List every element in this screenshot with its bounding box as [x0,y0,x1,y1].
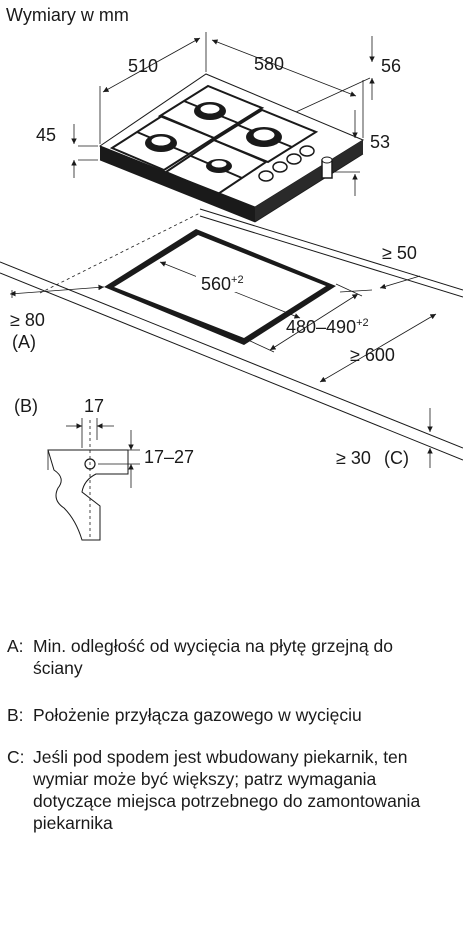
burner-rear-left-icon [145,134,177,152]
legend: C: Jeśli pod spodem jest wbudowany pieka… [7,746,438,834]
marker-a: (A) [12,332,36,352]
legend: A: Min. odległość od wycięcia na płytę g… [7,635,438,679]
dim-hob-depth: 510 [128,56,158,76]
legend-item-c: C: Jeśli pod spodem jest wbudowany pieka… [7,746,438,834]
legend-key: B: [7,705,24,725]
dim-hob-height-left: 45 [36,125,56,145]
dim-rear-clearance: ≥ 50 [382,243,417,263]
legend-item-a: A: Min. odległość od wycięcia na płytę g… [7,635,438,679]
dim-hob-top-offset: 56 [381,56,401,76]
dim-worktop-depth: ≥ 600 [350,345,395,365]
hob-illustration [98,73,365,223]
installation-diagram: Wymiary w mm [0,5,463,541]
gas-connector-icon [321,156,333,179]
dim-hob-width: 580 [254,54,284,74]
legend-key: A: [7,636,24,656]
dim-worktop-thickness: ≥ 30 [336,448,371,468]
legend-text: Jeśli pod spodem jest wbudowany piekarni… [33,747,421,833]
burner-front-left-icon [206,159,232,173]
legend-text: Min. odległość od wycięcia na płytę grze… [33,636,393,678]
control-knobs [258,145,315,182]
dim-hob-height-right: 53 [370,132,390,152]
dim-side-clearance: ≥ 80 [10,310,45,330]
hob-dimensions: 510 580 56 45 53 [36,32,401,196]
burner-front-right-icon [246,127,282,147]
dim-connector-height: 17–27 [144,447,194,467]
cutout-dimensions: 560+2 480–490+2 ≥ 50 ≥ 80 (A) ≥ 600 ≥ 30… [9,243,437,468]
marker-c: (C) [384,448,409,468]
legend: B: Położenie przyłącza gazowego w wycięc… [7,704,438,726]
legend-key: C: [7,747,25,767]
diagram-title: Wymiary w mm [6,5,129,25]
burner-rear-right-icon [194,102,226,120]
dim-cutout-width: 560+2 [201,274,244,294]
legend-text: Położenie przyłącza gazowego w wycięciu [33,705,362,725]
dim-cutout-depth: 480–490+2 [286,317,369,337]
marker-b: (B) [14,396,38,416]
connector-detail: (B) 17 17–27 [14,396,194,541]
legend-item-b: B: Położenie przyłącza gazowego w wycięc… [7,704,438,726]
dim-connector-offset: 17 [84,396,104,416]
